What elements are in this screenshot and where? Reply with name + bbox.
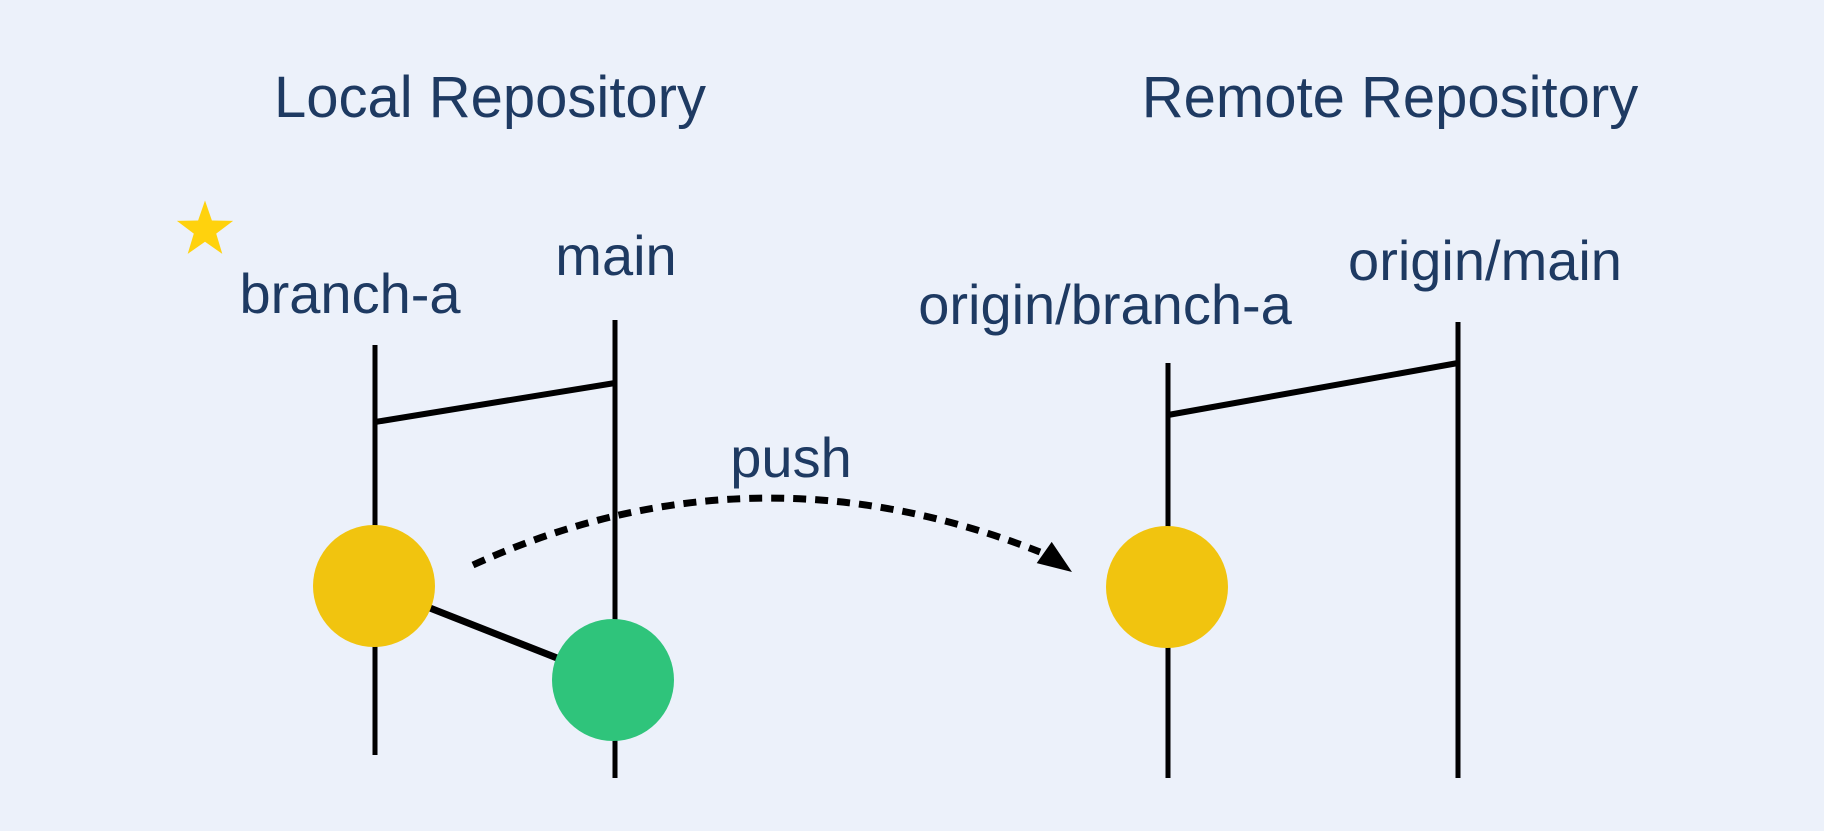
remote-branch-a-label: origin/branch-a [918, 273, 1292, 336]
push-arrow-label: push [730, 426, 851, 489]
local-branch-fork-line [374, 380, 616, 425]
remote-main-label: origin/main [1348, 229, 1622, 292]
local-main-commit-node [552, 619, 674, 741]
remote-repository-title: Remote Repository [1142, 65, 1638, 130]
local-repository-title: Local Repository [274, 65, 706, 130]
local-branch-a-commit-node [313, 525, 435, 647]
push-arrowhead-icon [1036, 541, 1072, 572]
push-arrow-arc [471, 494, 1042, 569]
diagram-labels: Local Repository Remote Repository branc… [239, 65, 1638, 489]
remote-branch-fork-line [1167, 360, 1459, 418]
local-main-label: main [555, 224, 676, 287]
star-icon [176, 200, 234, 254]
remote-branch-a-commit-node [1106, 526, 1228, 648]
local-branch-a-label: branch-a [239, 262, 461, 325]
